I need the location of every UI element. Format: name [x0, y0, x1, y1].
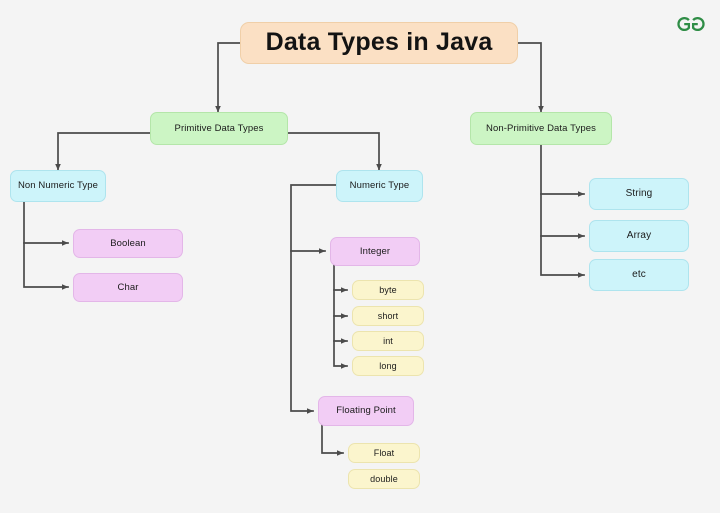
node-long-label: long [379, 360, 397, 371]
node-boolean[interactable]: Boolean [73, 229, 183, 258]
node-etc[interactable]: etc [589, 259, 689, 291]
node-primitive-data-types-label: Primitive Data Types [174, 122, 264, 134]
geeksforgeeks-logo[interactable] [674, 12, 708, 36]
node-integer[interactable]: Integer [330, 237, 420, 266]
node-char-label: Char [117, 281, 139, 293]
node-char[interactable]: Char [73, 273, 183, 302]
node-long[interactable]: long [352, 356, 424, 376]
node-primitive-data-types[interactable]: Primitive Data Types [150, 112, 288, 145]
node-non-numeric-type-label: Non Numeric Type [17, 180, 99, 192]
node-title: Data Types in Java [240, 22, 518, 64]
node-integer-label: Integer [359, 245, 391, 257]
node-non-numeric-type[interactable]: Non Numeric Type [10, 170, 106, 202]
node-int[interactable]: int [352, 331, 424, 351]
node-etc-label: etc [632, 269, 646, 281]
node-float-label: Float [373, 447, 395, 458]
node-byte[interactable]: byte [352, 280, 424, 300]
node-string[interactable]: String [589, 178, 689, 210]
node-array-label: Array [626, 230, 652, 242]
node-byte-label: byte [379, 284, 397, 295]
node-short-label: short [377, 310, 399, 321]
node-double-label: double [370, 473, 398, 484]
node-numeric-type-label: Numeric Type [349, 180, 410, 192]
node-double[interactable]: double [348, 469, 420, 489]
node-numeric-type[interactable]: Numeric Type [336, 170, 423, 202]
node-array[interactable]: Array [589, 220, 689, 252]
node-short[interactable]: short [352, 306, 424, 326]
node-floating-point-label: Floating Point [336, 405, 396, 417]
node-non-primitive-data-types[interactable]: Non-Primitive Data Types [470, 112, 612, 145]
node-boolean-label: Boolean [110, 237, 146, 249]
node-string-label: String [625, 188, 653, 200]
node-float[interactable]: Float [348, 443, 420, 463]
node-title-label: Data Types in Java [265, 28, 493, 57]
node-floating-point[interactable]: Floating Point [318, 396, 414, 426]
node-int-label: int [383, 335, 393, 346]
node-non-primitive-data-types-label: Non-Primitive Data Types [486, 122, 596, 134]
